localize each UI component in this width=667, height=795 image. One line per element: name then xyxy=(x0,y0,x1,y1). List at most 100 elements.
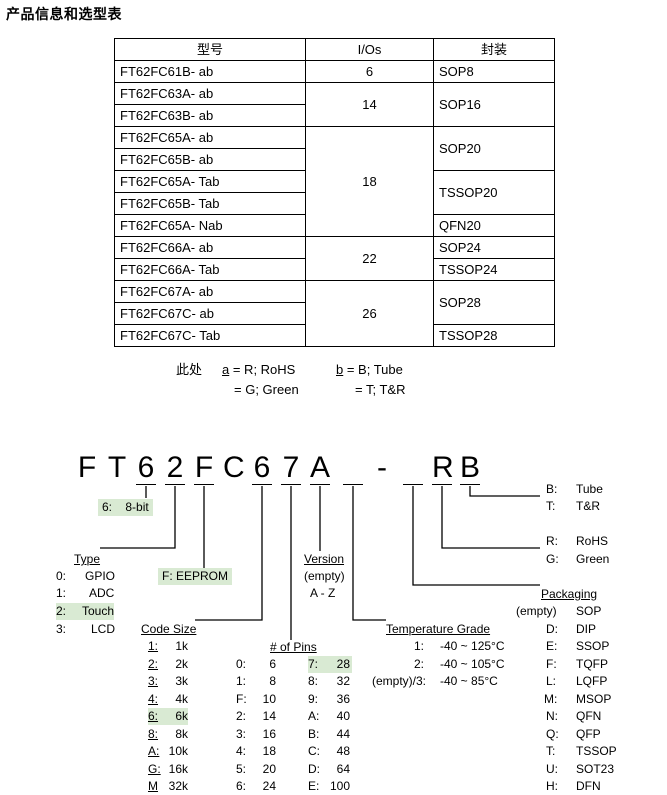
bits-code: 6: xyxy=(102,500,113,514)
temperature-header: Temperature Grade xyxy=(386,622,491,636)
temperature-code: (empty)/3: xyxy=(372,674,427,688)
pins-code: E: xyxy=(308,779,320,793)
model-cell: FT62FC66A- ab xyxy=(114,236,306,259)
pins-value: 20 xyxy=(262,762,276,776)
packing-value: Tube xyxy=(576,482,603,496)
pins-code: 8: xyxy=(308,674,319,688)
ios-cell: 14 xyxy=(305,82,434,127)
type-code: 0: xyxy=(56,569,67,583)
type-item: 3:LCD xyxy=(56,621,115,638)
model-cell: FT62FC67C- Tab xyxy=(114,324,306,347)
code-size-value: 32k xyxy=(168,779,188,793)
code-size-code: 8: xyxy=(148,727,159,741)
code-size-item: 8:8k xyxy=(148,726,188,743)
notes-prefix: 此处 xyxy=(176,362,203,377)
temperature-item: 1: -40 ~ 125°C xyxy=(414,638,505,655)
pn-blank-packaging xyxy=(403,484,423,485)
pins-code: 0: xyxy=(236,657,247,671)
packaging-item: F: TQFP xyxy=(546,656,608,673)
pn-char: A xyxy=(310,451,331,485)
pn-char: 7 xyxy=(281,451,301,485)
packaging-value: SSOP xyxy=(576,639,610,653)
code-size-value: 6k xyxy=(175,709,188,723)
packaging-value: TQFP xyxy=(576,657,608,671)
code-size-item: 4:4k xyxy=(148,691,188,708)
packaging-header: Packaging xyxy=(541,587,598,601)
packaging-item: E:SSOP xyxy=(546,638,609,655)
package-cell: TSSOP24 xyxy=(433,258,555,281)
code-size-item: 6: 6k xyxy=(148,708,188,725)
pn-char: F xyxy=(194,451,214,485)
ios-cell: 22 xyxy=(305,236,434,281)
packaging-code: L: xyxy=(546,674,557,688)
pins-item: E: 100 xyxy=(308,778,352,795)
pins-value: 6 xyxy=(269,657,276,671)
note-a-line2: = G; Green xyxy=(234,382,299,397)
packaging-value: QFP xyxy=(576,727,601,741)
packaging-value: QFN xyxy=(576,709,602,723)
packaging-code: (empty) xyxy=(516,604,557,618)
packaging-code: D: xyxy=(546,622,558,636)
temperature-item: 2:-40 ~ 105°C xyxy=(414,656,505,673)
selection-table: 型号 I/Os 封装 FT62FC61B- ab 6 SOP8 FT62FC63… xyxy=(114,38,555,347)
temperature-value: -40 ~ 125°C xyxy=(440,639,505,653)
pn-char: C xyxy=(223,451,245,484)
code-size-value: 16k xyxy=(168,762,188,776)
code-size-item: 3:3k xyxy=(148,673,188,690)
packaging-item: H:DFN xyxy=(546,778,601,795)
pins-item: A:40 xyxy=(308,708,352,725)
pins-value: 64 xyxy=(336,762,350,776)
pins-value: 100 xyxy=(329,779,350,793)
packaging-item: N: QFN xyxy=(546,708,601,725)
pn-char: 6 xyxy=(136,451,156,485)
pins-item: 4:18 xyxy=(236,743,276,760)
pins-code: 9: xyxy=(308,692,319,706)
version-item: A - Z xyxy=(310,586,336,600)
pins-code: C: xyxy=(308,744,320,758)
type-value: Touch xyxy=(82,604,115,618)
packing-code: B: xyxy=(546,482,558,496)
packaging-item: M:MSOP xyxy=(544,691,611,708)
bits-value: 8-bit xyxy=(125,500,149,514)
pn-char: F xyxy=(77,451,97,484)
pins-value: 16 xyxy=(262,727,276,741)
pins-value: 48 xyxy=(336,744,350,758)
pins-code: 1: xyxy=(236,674,247,688)
packaging-value: MSOP xyxy=(576,692,612,706)
pn-blank-temperature xyxy=(343,484,363,485)
table-row: FT62FC67A- ab 26 SOP28 xyxy=(114,280,555,347)
type-value: LCD xyxy=(91,622,116,636)
code-size-code: A: xyxy=(148,744,160,758)
memory-label: F: EEPROM xyxy=(158,568,233,585)
packaging-value: SOP xyxy=(576,604,602,618)
packaging-code: U: xyxy=(546,762,558,776)
pins-item: D:64 xyxy=(308,761,352,778)
header-ios: I/Os xyxy=(305,38,434,61)
pins-item: 7:28 xyxy=(308,656,352,673)
model-cell: FT62FC65A- Nab xyxy=(114,214,306,237)
temperature-code: 1: xyxy=(414,639,425,653)
packaging-code: N: xyxy=(546,709,558,723)
pins-value: 36 xyxy=(336,692,350,706)
packaging-item: T:TSSOP xyxy=(546,743,617,760)
packaging-value: TSSOP xyxy=(576,744,617,758)
temperature-code: 2: xyxy=(414,657,425,671)
pins-value: 32 xyxy=(336,674,350,688)
code-size-code: 2: xyxy=(148,657,159,671)
note-b-key: b xyxy=(336,362,344,377)
pins-code: A: xyxy=(308,709,320,723)
pins-value: 10 xyxy=(262,692,276,706)
packaging-value: LQFP xyxy=(576,674,608,688)
rohs-code: G: xyxy=(546,552,559,566)
type-item: 1:ADC xyxy=(56,585,114,602)
note-a-key: a xyxy=(222,362,230,377)
temperature-value: -40 ~ 85°C xyxy=(440,674,498,688)
table-row: FT62FC65B- ab xyxy=(114,148,555,171)
packaging-code: F: xyxy=(546,657,557,671)
rohs-item: R:RoHS xyxy=(546,533,608,550)
code-size-item: 2:2k xyxy=(148,656,188,673)
pins-value: 8 xyxy=(269,674,276,688)
code-size-code: 6: xyxy=(148,709,159,723)
pins-code: 3: xyxy=(236,727,247,741)
packaging-code: H: xyxy=(546,779,558,793)
